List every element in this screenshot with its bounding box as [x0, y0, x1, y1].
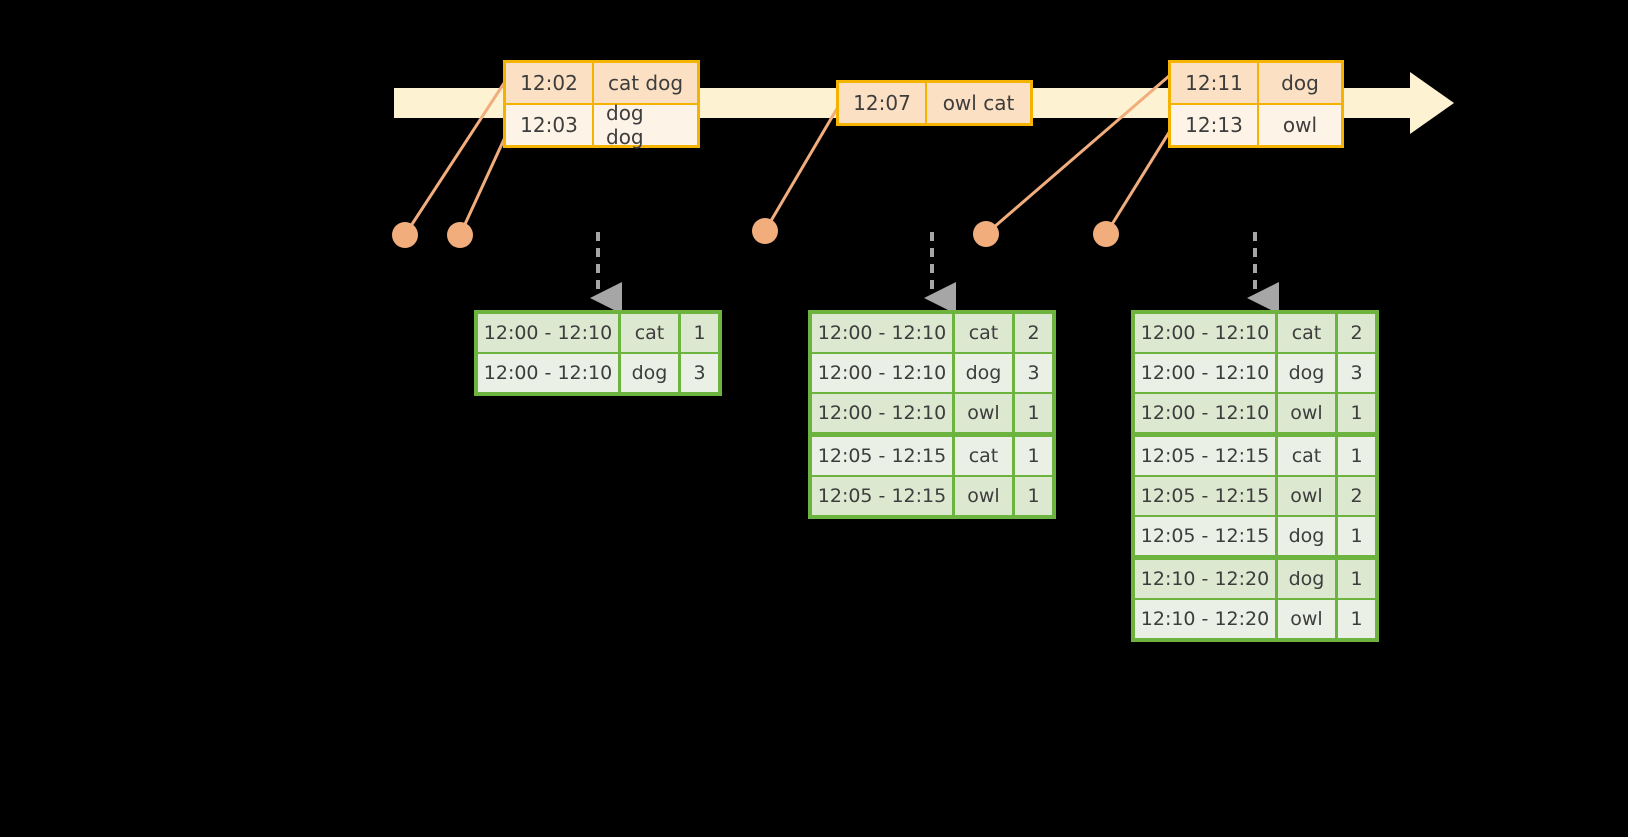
result-window: 12:00 - 12:10: [478, 314, 621, 352]
result-count: 1: [1015, 394, 1052, 432]
event-row: 12:07 owl cat: [839, 83, 1030, 123]
result-window: 12:10 - 12:20: [1135, 600, 1278, 638]
result-key: owl: [1278, 394, 1338, 432]
event-time: 12:03: [506, 105, 594, 145]
event-row: 12:03 dog dog: [506, 101, 697, 149]
result-count: 2: [1015, 314, 1052, 352]
result-key: dog: [1278, 354, 1338, 392]
event-row: 12:11 dog: [1171, 63, 1341, 103]
result-key: cat: [955, 437, 1015, 475]
event-row: 12:13 owl: [1171, 103, 1341, 145]
event-value: dog: [1281, 71, 1319, 95]
event-value: owl cat: [942, 91, 1015, 115]
result-window: 12:00 - 12:10: [812, 314, 955, 352]
result-count: 2: [1338, 314, 1375, 352]
result-window: 12:10 - 12:20: [1135, 560, 1278, 598]
event-group-c: 12:11 dog 12:13 owl: [1168, 60, 1344, 148]
event-group-b: 12:07 owl cat: [836, 80, 1033, 126]
result-count: 1: [1015, 437, 1052, 475]
result-count: 1: [1338, 560, 1375, 598]
result-window: 12:05 - 12:15: [1135, 517, 1278, 555]
result-key: cat: [955, 314, 1015, 352]
event-time: 12:13: [1171, 105, 1259, 145]
connector-dot-1: [392, 222, 418, 248]
result-window: 12:05 - 12:15: [812, 477, 955, 515]
event-time: 12:07: [839, 83, 927, 123]
result-window: 12:05 - 12:15: [1135, 437, 1278, 475]
result-window: 12:00 - 12:10: [1135, 314, 1278, 352]
result-window: 12:00 - 12:10: [1135, 354, 1278, 392]
event-row: 12:02 cat dog: [506, 63, 697, 103]
event-value: owl: [1282, 113, 1318, 137]
result-count: 3: [1015, 354, 1052, 392]
result-count: 1: [681, 314, 718, 352]
connector-dot-2: [447, 222, 473, 248]
result-count: 1: [1338, 600, 1375, 638]
result-count: 3: [681, 354, 718, 392]
result-window: 12:05 - 12:15: [812, 437, 955, 475]
result-key: owl: [1278, 600, 1338, 638]
event-value: cat dog: [607, 71, 684, 95]
result-window: 12:05 - 12:15: [1135, 477, 1278, 515]
result-count: 1: [1338, 394, 1375, 432]
result-key: cat: [1278, 314, 1338, 352]
result-count: 2: [1338, 477, 1375, 515]
result-key: cat: [1278, 437, 1338, 475]
result-count: 1: [1015, 477, 1052, 515]
result-window: 12:00 - 12:10: [478, 354, 621, 392]
result-key: cat: [621, 314, 681, 352]
result-window: 12:00 - 12:10: [812, 394, 955, 432]
event-time: 12:02: [506, 63, 594, 103]
event-time: 12:11: [1171, 63, 1259, 103]
result-key: dog: [621, 354, 681, 392]
result-key: dog: [955, 354, 1015, 392]
result-count: 1: [1338, 517, 1375, 555]
result-count: 3: [1338, 354, 1375, 392]
result-key: owl: [955, 477, 1015, 515]
result-key: dog: [1278, 560, 1338, 598]
event-value: dog dog: [606, 101, 644, 149]
result-key: owl: [955, 394, 1015, 432]
result-window: 12:00 - 12:10: [1135, 394, 1278, 432]
connector-dot-3: [752, 218, 778, 244]
connector-dot-4: [973, 221, 999, 247]
result-window: 12:00 - 12:10: [812, 354, 955, 392]
result-key: owl: [1278, 477, 1338, 515]
result-count: 1: [1338, 437, 1375, 475]
result-key: dog: [1278, 517, 1338, 555]
timeline-arrowhead-icon: [1410, 72, 1454, 134]
connector-dot-5: [1093, 221, 1119, 247]
event-group-a: 12:02 cat dog 12:03 dog dog: [503, 60, 700, 149]
